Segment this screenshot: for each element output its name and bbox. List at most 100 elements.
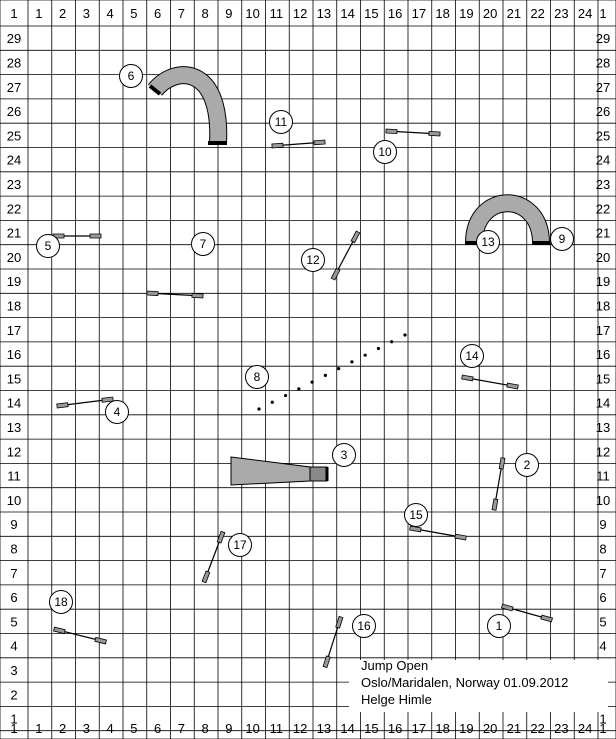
jump-wing: [322, 655, 331, 669]
row-label-right: 13: [596, 420, 610, 435]
row-label-right: 20: [596, 250, 610, 265]
column-label-bottom: 2: [59, 721, 66, 736]
jump-wing: [313, 139, 326, 146]
column-label-bottom: 5: [130, 721, 137, 736]
row-label-left: 26: [7, 104, 21, 119]
jump-11: [271, 139, 326, 149]
obstacle-number-15: 15: [404, 503, 428, 527]
obstacle-number-11: 11: [269, 110, 293, 134]
jump-wing: [428, 130, 441, 137]
number-circle: [487, 614, 511, 638]
course-info-box: Jump Open Oslo/Maridalen, Norway 01.09.2…: [349, 658, 608, 712]
column-label-top: 7: [178, 6, 185, 21]
jump-15: [409, 525, 467, 541]
number-label: 6: [128, 69, 135, 83]
row-label-right: 27: [596, 80, 610, 95]
jump-wing: [191, 292, 204, 299]
column-label-top: 13: [317, 6, 331, 21]
number-label: 14: [465, 349, 479, 363]
course-location-date: Oslo/Maridalen, Norway 01.09.2012: [361, 675, 568, 690]
row-label-left: 29: [7, 31, 21, 46]
left-axis-labels: 2928272625242322212019181716151413121110…: [7, 31, 21, 726]
column-label-bottom: 13: [317, 721, 331, 736]
column-label-top: 12: [293, 6, 307, 21]
column-label-bottom: 3: [83, 721, 90, 736]
corner-label: 1: [599, 6, 606, 21]
row-label-right: 18: [596, 298, 610, 313]
row-label-left: 28: [7, 55, 21, 70]
tunnel-6: [147, 66, 228, 145]
row-label-left: 1: [10, 712, 17, 727]
number-circle: [332, 443, 356, 467]
column-label-bottom: 22: [530, 721, 544, 736]
jump-wing: [409, 525, 422, 533]
number-circle: [460, 344, 484, 368]
jump-14: [461, 374, 519, 390]
jump-4: [56, 396, 114, 409]
row-label-right: 5: [599, 614, 606, 629]
weave-pole: [337, 367, 341, 371]
column-label-bottom: 16: [388, 721, 402, 736]
obstacle-number-2: 2: [515, 453, 539, 477]
column-label-top: 11: [270, 6, 284, 21]
column-label-top: 4: [107, 6, 114, 21]
column-label-top: 3: [83, 6, 90, 21]
column-label-bottom: 4: [107, 721, 114, 736]
column-label-top: 22: [530, 6, 544, 21]
column-label-bottom: 10: [245, 721, 259, 736]
course-judge: Helge Himle: [361, 692, 432, 707]
obstacle-number-5: 5: [36, 234, 60, 258]
obstacle-number-10: 10: [373, 140, 397, 164]
row-label-left: 19: [7, 274, 21, 289]
row-label-right: 24: [596, 153, 610, 168]
column-label-top: 18: [435, 6, 449, 21]
obstacle-number-3: 3: [332, 443, 356, 467]
row-label-left: 14: [7, 396, 21, 411]
jump-wing: [330, 267, 341, 281]
row-label-right: 23: [596, 177, 610, 192]
row-label-right: 8: [599, 541, 606, 556]
row-label-left: 27: [7, 80, 21, 95]
tunnel-9-13: [465, 194, 550, 245]
jump-wing: [500, 603, 514, 612]
obstacle-number-7: 7: [191, 232, 215, 256]
row-label-right: 12: [596, 444, 610, 459]
obstacle-number-4: 4: [105, 400, 129, 424]
column-label-bottom: 19: [459, 721, 473, 736]
jump-wing: [53, 626, 66, 635]
number-label: 16: [357, 619, 371, 633]
column-label-top: 23: [554, 6, 568, 21]
row-label-left: 15: [7, 371, 21, 386]
row-label-right: 21: [596, 226, 610, 241]
row-label-right: 26: [596, 104, 610, 119]
column-label-bottom: 23: [554, 721, 568, 736]
column-label-top: 17: [412, 6, 426, 21]
column-label-bottom: 24: [578, 721, 592, 736]
weave-poles-8: [257, 333, 407, 411]
column-label-bottom: 1: [35, 721, 42, 736]
number-label: 8: [254, 370, 261, 384]
column-label-top: 9: [225, 6, 232, 21]
column-label-top: 6: [154, 6, 161, 21]
jump-wing: [385, 128, 398, 135]
obstacle-number-13: 13: [476, 230, 500, 254]
jump-18: [53, 626, 107, 645]
row-label-right: 11: [596, 469, 610, 484]
weave-pole: [257, 407, 261, 411]
jump-wing: [498, 457, 506, 470]
number-circle: [404, 503, 428, 527]
number-label: 13: [481, 235, 495, 249]
column-label-bottom: 15: [364, 721, 378, 736]
row-label-right: 15: [596, 371, 610, 386]
weave-pole: [310, 380, 314, 384]
jump-wing: [271, 142, 284, 149]
row-label-left: 8: [10, 541, 17, 556]
obstacle-number-12: 12: [301, 248, 325, 272]
weave-pole: [297, 387, 301, 391]
weave-pole: [390, 340, 394, 344]
column-label-top: 1: [35, 6, 42, 21]
column-label-top: 2: [59, 6, 66, 21]
obstacle-number-6: 6: [119, 64, 143, 88]
row-label-left: 21: [7, 226, 21, 241]
